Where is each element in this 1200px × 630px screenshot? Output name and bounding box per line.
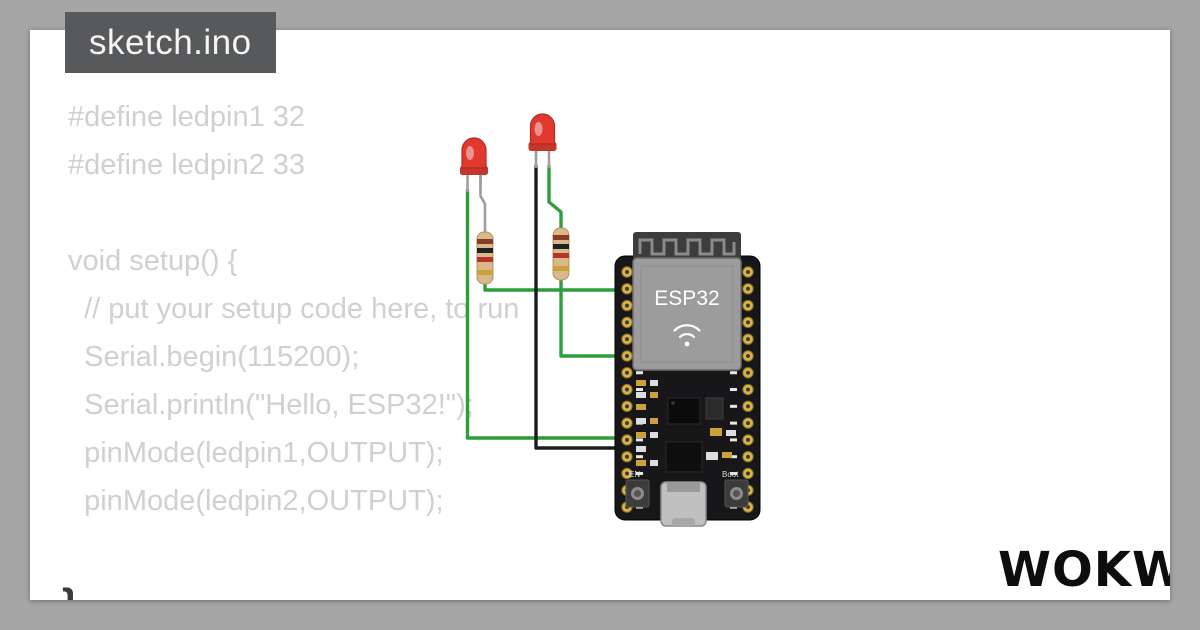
code-line: void setup() { <box>68 245 238 277</box>
file-tab-sketch-ino[interactable]: sketch.ino <box>65 12 276 73</box>
wokwi-logo: WOKWI <box>998 542 1170 598</box>
code-line: pinMode(ledpin1,OUTPUT); <box>68 437 444 469</box>
canvas: #define ledpin1 32 #define ledpin2 33 vo… <box>30 30 1170 600</box>
code-editor[interactable]: #define ledpin1 32 #define ledpin2 33 vo… <box>68 93 519 525</box>
code-line: Serial.begin(115200); <box>68 341 360 373</box>
code-line: pinMode(ledpin2,OUTPUT); <box>68 485 444 517</box>
code-line: #define ledpin2 33 <box>68 149 306 181</box>
code-closing-brace: } <box>62 580 78 600</box>
code-line: #define ledpin1 32 <box>68 101 306 133</box>
code-line: Serial.println("Hello, ESP32!"); <box>68 389 474 421</box>
code-line: // put your setup code here, to run <box>68 293 520 325</box>
file-tab-label: sketch.ino <box>89 22 252 62</box>
code-line <box>68 189 519 237</box>
